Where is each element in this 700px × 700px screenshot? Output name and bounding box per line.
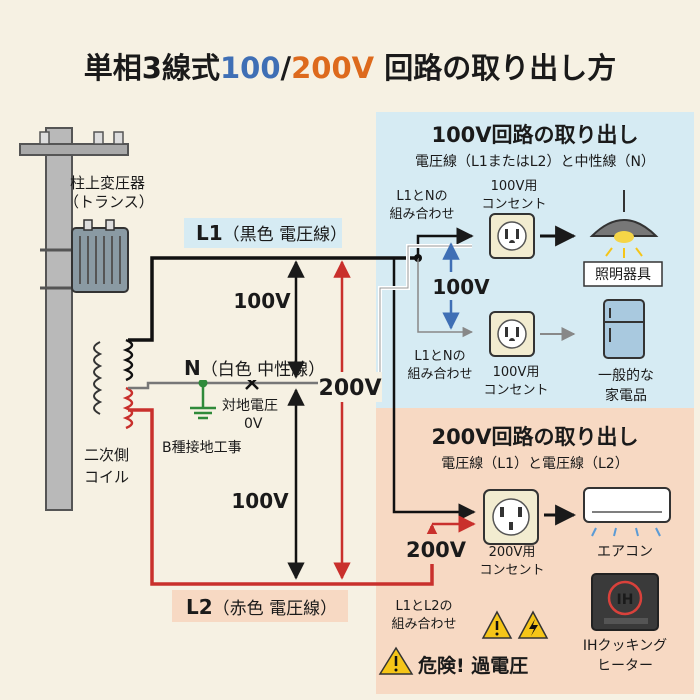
ih-logo: IH <box>617 592 634 608</box>
l2-label-box <box>172 590 348 622</box>
combo-bot-1: L1とNの <box>414 349 465 364</box>
warning-icon <box>481 610 513 639</box>
panel100-subtitle: 電圧線（L1またはL2）と中性線（N） <box>415 154 655 170</box>
transformer-label-1: 柱上変圧器 <box>70 174 145 192</box>
air-conditioner-icon <box>583 487 671 537</box>
high-voltage-icon <box>517 610 549 639</box>
combo-top-2: 組み合わせ <box>389 207 454 222</box>
ground-voltage-1: 対地電圧 <box>222 398 278 414</box>
title-100: 100 <box>220 51 281 85</box>
outlet-top-1: 100V用 <box>491 179 538 194</box>
l2-label-main: L2 <box>186 595 213 619</box>
outlet200-1: 200V用 <box>489 545 536 560</box>
l1-to-100v-outlet <box>416 227 474 258</box>
l1-label-main: L1 <box>196 221 223 245</box>
l1-to-100v-outlet-2 <box>417 258 474 338</box>
ih-label-2: ヒーター <box>597 658 653 674</box>
panel200-voltage-bg <box>400 534 472 564</box>
combo200-1: L1とL2の <box>395 599 452 614</box>
appliance-2: 家電品 <box>605 387 647 404</box>
outlet-top-2: コンセント <box>481 197 546 212</box>
outlet-100v-top-icon <box>489 213 535 259</box>
appliance-1: 一般的な <box>598 368 654 384</box>
combo-bot-2: 組み合わせ <box>407 367 472 382</box>
l2-label: L2（赤色 電圧線） <box>186 595 337 619</box>
n-label-box <box>180 356 330 380</box>
lamp-label-box <box>583 261 663 287</box>
n-label-desc: （白色 中性線） <box>201 360 325 380</box>
ih-label-1: IHクッキング <box>583 638 667 654</box>
l2-label-desc: （赤色 電圧線） <box>213 599 337 619</box>
danger-label: 危険! 過電圧 <box>418 654 528 677</box>
l1-label-desc: （黒色 電圧線） <box>223 225 347 245</box>
lower-100v-label: 100V <box>231 489 289 513</box>
page-title: 単相3線式100/200V 回路の取り出し方 <box>84 51 616 85</box>
panel100-voltage: 100V <box>432 275 490 299</box>
secondary-coil-icon <box>93 338 134 430</box>
upper-100v-label: 100V <box>233 289 291 313</box>
combo-top-1: L1とNの <box>396 189 447 204</box>
l2-wire <box>128 408 445 586</box>
transformer-label-2: （トランス） <box>64 193 154 211</box>
total-200v-label-bg <box>318 372 382 402</box>
ih-cooktop-icon <box>591 573 659 631</box>
panel100-voltage-bg <box>428 272 494 300</box>
ground-icon <box>190 378 216 420</box>
transformer-icon <box>71 219 129 293</box>
ceiling-lamp-icon <box>589 190 659 258</box>
aircon-label: エアコン <box>597 544 653 560</box>
title-part1: 単相3線式 <box>84 51 220 85</box>
outlet200-2: コンセント <box>479 563 544 578</box>
title-part2: 回路の取り出し方 <box>374 51 616 85</box>
n-label: N（白色 中性線） <box>184 356 325 380</box>
title-200v: 200V <box>291 51 375 85</box>
l1-label: L1（黒色 電圧線） <box>196 221 347 245</box>
l1-wire <box>128 256 418 342</box>
panel200-title: 200V回路の取り出し <box>431 425 638 449</box>
outlet-100v-bottom-icon <box>489 311 535 357</box>
coil-label-1: 二次側 <box>84 446 129 464</box>
l1-label-box <box>184 218 342 248</box>
outlet-200v-icon <box>483 489 539 545</box>
n-wire-up-outline <box>379 245 472 383</box>
panel200-subtitle: 電圧線（L1）と電圧線（L2） <box>441 456 628 472</box>
danger-warning-icon <box>378 646 414 675</box>
n-wire <box>128 381 380 390</box>
coil-label-2: コイル <box>84 468 129 486</box>
panel200-voltage: 200V <box>406 538 467 562</box>
upper-100v-label-bg <box>232 286 292 314</box>
outlet-bot-2: コンセント <box>483 383 548 398</box>
total-200v-label: 200V <box>319 376 382 401</box>
title-slash: / <box>281 51 292 85</box>
ground-label: B種接地工事 <box>162 439 242 456</box>
refrigerator-icon <box>603 299 645 359</box>
lamp-label: 照明器具 <box>595 267 651 283</box>
panel100-title: 100V回路の取り出し <box>431 123 638 147</box>
n-label-main: N <box>184 356 201 380</box>
outlet-bot-1: 100V用 <box>493 365 540 380</box>
combo200-2: 組み合わせ <box>391 617 456 632</box>
ground-voltage-2: 0V <box>244 416 263 432</box>
